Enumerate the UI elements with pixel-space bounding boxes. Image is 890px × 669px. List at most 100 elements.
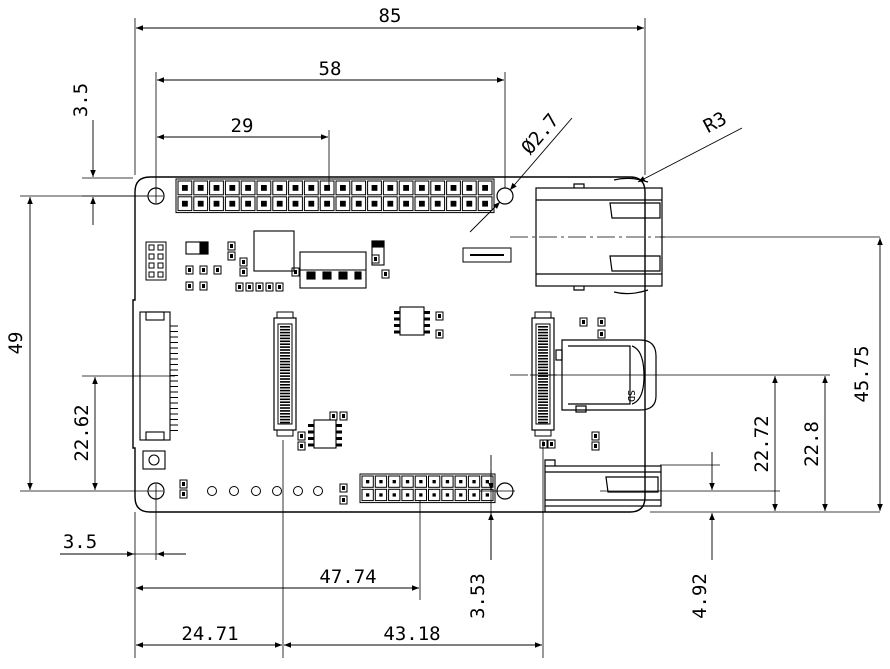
header-pin: [374, 475, 388, 488]
smd-component: [199, 281, 208, 291]
dim-58-label: 58: [319, 58, 342, 80]
dim-24.71-label: 24.71: [181, 623, 238, 645]
main-ic: [253, 230, 295, 272]
header-pin-pad: [472, 480, 476, 484]
header-pin-pad: [197, 185, 204, 191]
smd-pad: [248, 285, 251, 289]
header-pin: [272, 196, 288, 212]
ic-pin: [424, 330, 430, 334]
header-pin-pad: [485, 493, 489, 497]
header-pin: [388, 475, 401, 488]
header-pin: [272, 180, 288, 196]
header-pin-pad: [213, 200, 220, 207]
smd-pad: [550, 442, 553, 446]
header-pin-pad: [371, 200, 378, 207]
smd-component: [227, 241, 236, 251]
b2b-contact: [538, 392, 548, 395]
header-pin-pad: [276, 200, 283, 207]
header-pin: [446, 180, 461, 196]
header-pin: [401, 475, 414, 488]
b2b-contact: [538, 386, 548, 389]
b2b-contact: [280, 398, 290, 401]
b2b-contact: [280, 404, 290, 406]
dim-85-label: 85: [379, 5, 402, 27]
header-pin-pad: [276, 185, 283, 191]
header-pin: [481, 488, 494, 502]
header-pin-pad: [379, 493, 383, 497]
b2b-latch: [276, 311, 294, 319]
smd-component: [597, 329, 606, 339]
header-pin-pad: [308, 185, 315, 191]
passive-components: [179, 241, 606, 505]
smd-pad: [242, 260, 245, 264]
b2b-contact: [280, 349, 290, 351]
smd-pad: [202, 268, 205, 272]
header-pin-pad: [371, 185, 378, 191]
header-pin-pad: [261, 200, 267, 207]
smd-pad: [342, 486, 345, 490]
b2b-contact: [538, 372, 548, 374]
header-pin: [288, 180, 303, 196]
connector-pin: [157, 262, 164, 269]
smd-component: [591, 431, 600, 441]
center-lines: [510, 236, 665, 376]
fan-connector: [299, 251, 367, 289]
header-pin: [388, 488, 401, 502]
smd-component: [339, 495, 348, 505]
header-pin: [461, 180, 477, 196]
b2b-contact: [538, 343, 548, 345]
header-pin-pad: [466, 185, 473, 191]
header-pin: [256, 180, 272, 196]
header-pin: [398, 180, 414, 196]
b2b-contact: [280, 389, 290, 392]
header-pin: [441, 488, 454, 502]
header-pin-pad: [245, 185, 251, 191]
smd-pad: [294, 270, 297, 274]
connector-pin: [148, 262, 155, 269]
header-pin-pad: [261, 185, 267, 191]
led-hole: [207, 486, 217, 496]
header-pin-pad: [432, 493, 436, 497]
mounting-hole: [496, 187, 514, 205]
header-pin: [461, 196, 477, 212]
smd-component: [239, 257, 248, 267]
b2b-contact: [280, 340, 290, 343]
smd-pad: [230, 244, 233, 248]
smd-component: [213, 265, 222, 275]
ic-pin: [394, 311, 400, 314]
smd-component: [275, 282, 284, 292]
header-pin-pad: [324, 200, 330, 207]
header-pin-pad: [355, 185, 362, 191]
smd-pad: [600, 320, 603, 324]
connector-pin: [157, 244, 164, 251]
header-pin: [361, 488, 374, 502]
header-pin-pad: [392, 480, 396, 484]
header-pin: [382, 196, 398, 212]
b2b-contact: [538, 366, 548, 369]
header-pin-pad: [182, 200, 188, 207]
b2b-contact: [538, 355, 548, 357]
b2b-connector-inner: [277, 323, 293, 425]
header-pin: [351, 180, 367, 196]
b2b-contact: [280, 337, 290, 340]
b2b-contact: [280, 421, 290, 424]
b2b-contact: [280, 352, 290, 354]
header-pin: [319, 180, 335, 196]
header-pin-pad: [197, 200, 204, 207]
b2b-contact: [538, 407, 548, 409]
header-pin: [446, 196, 461, 212]
ic-pin: [308, 430, 314, 434]
smd-pad: [438, 332, 441, 336]
header-pin-pad: [466, 200, 473, 207]
smd-pad: [188, 268, 191, 272]
header-pin-pad: [340, 200, 346, 207]
smd-pad: [258, 285, 261, 289]
smd-component: [255, 282, 264, 292]
header-pin: [193, 180, 209, 196]
smd-component: [539, 439, 548, 449]
b2b-latch: [276, 429, 294, 437]
header-outline: [359, 473, 496, 504]
gpio-header-40pin: [175, 178, 495, 214]
b2b-contact: [538, 378, 548, 380]
